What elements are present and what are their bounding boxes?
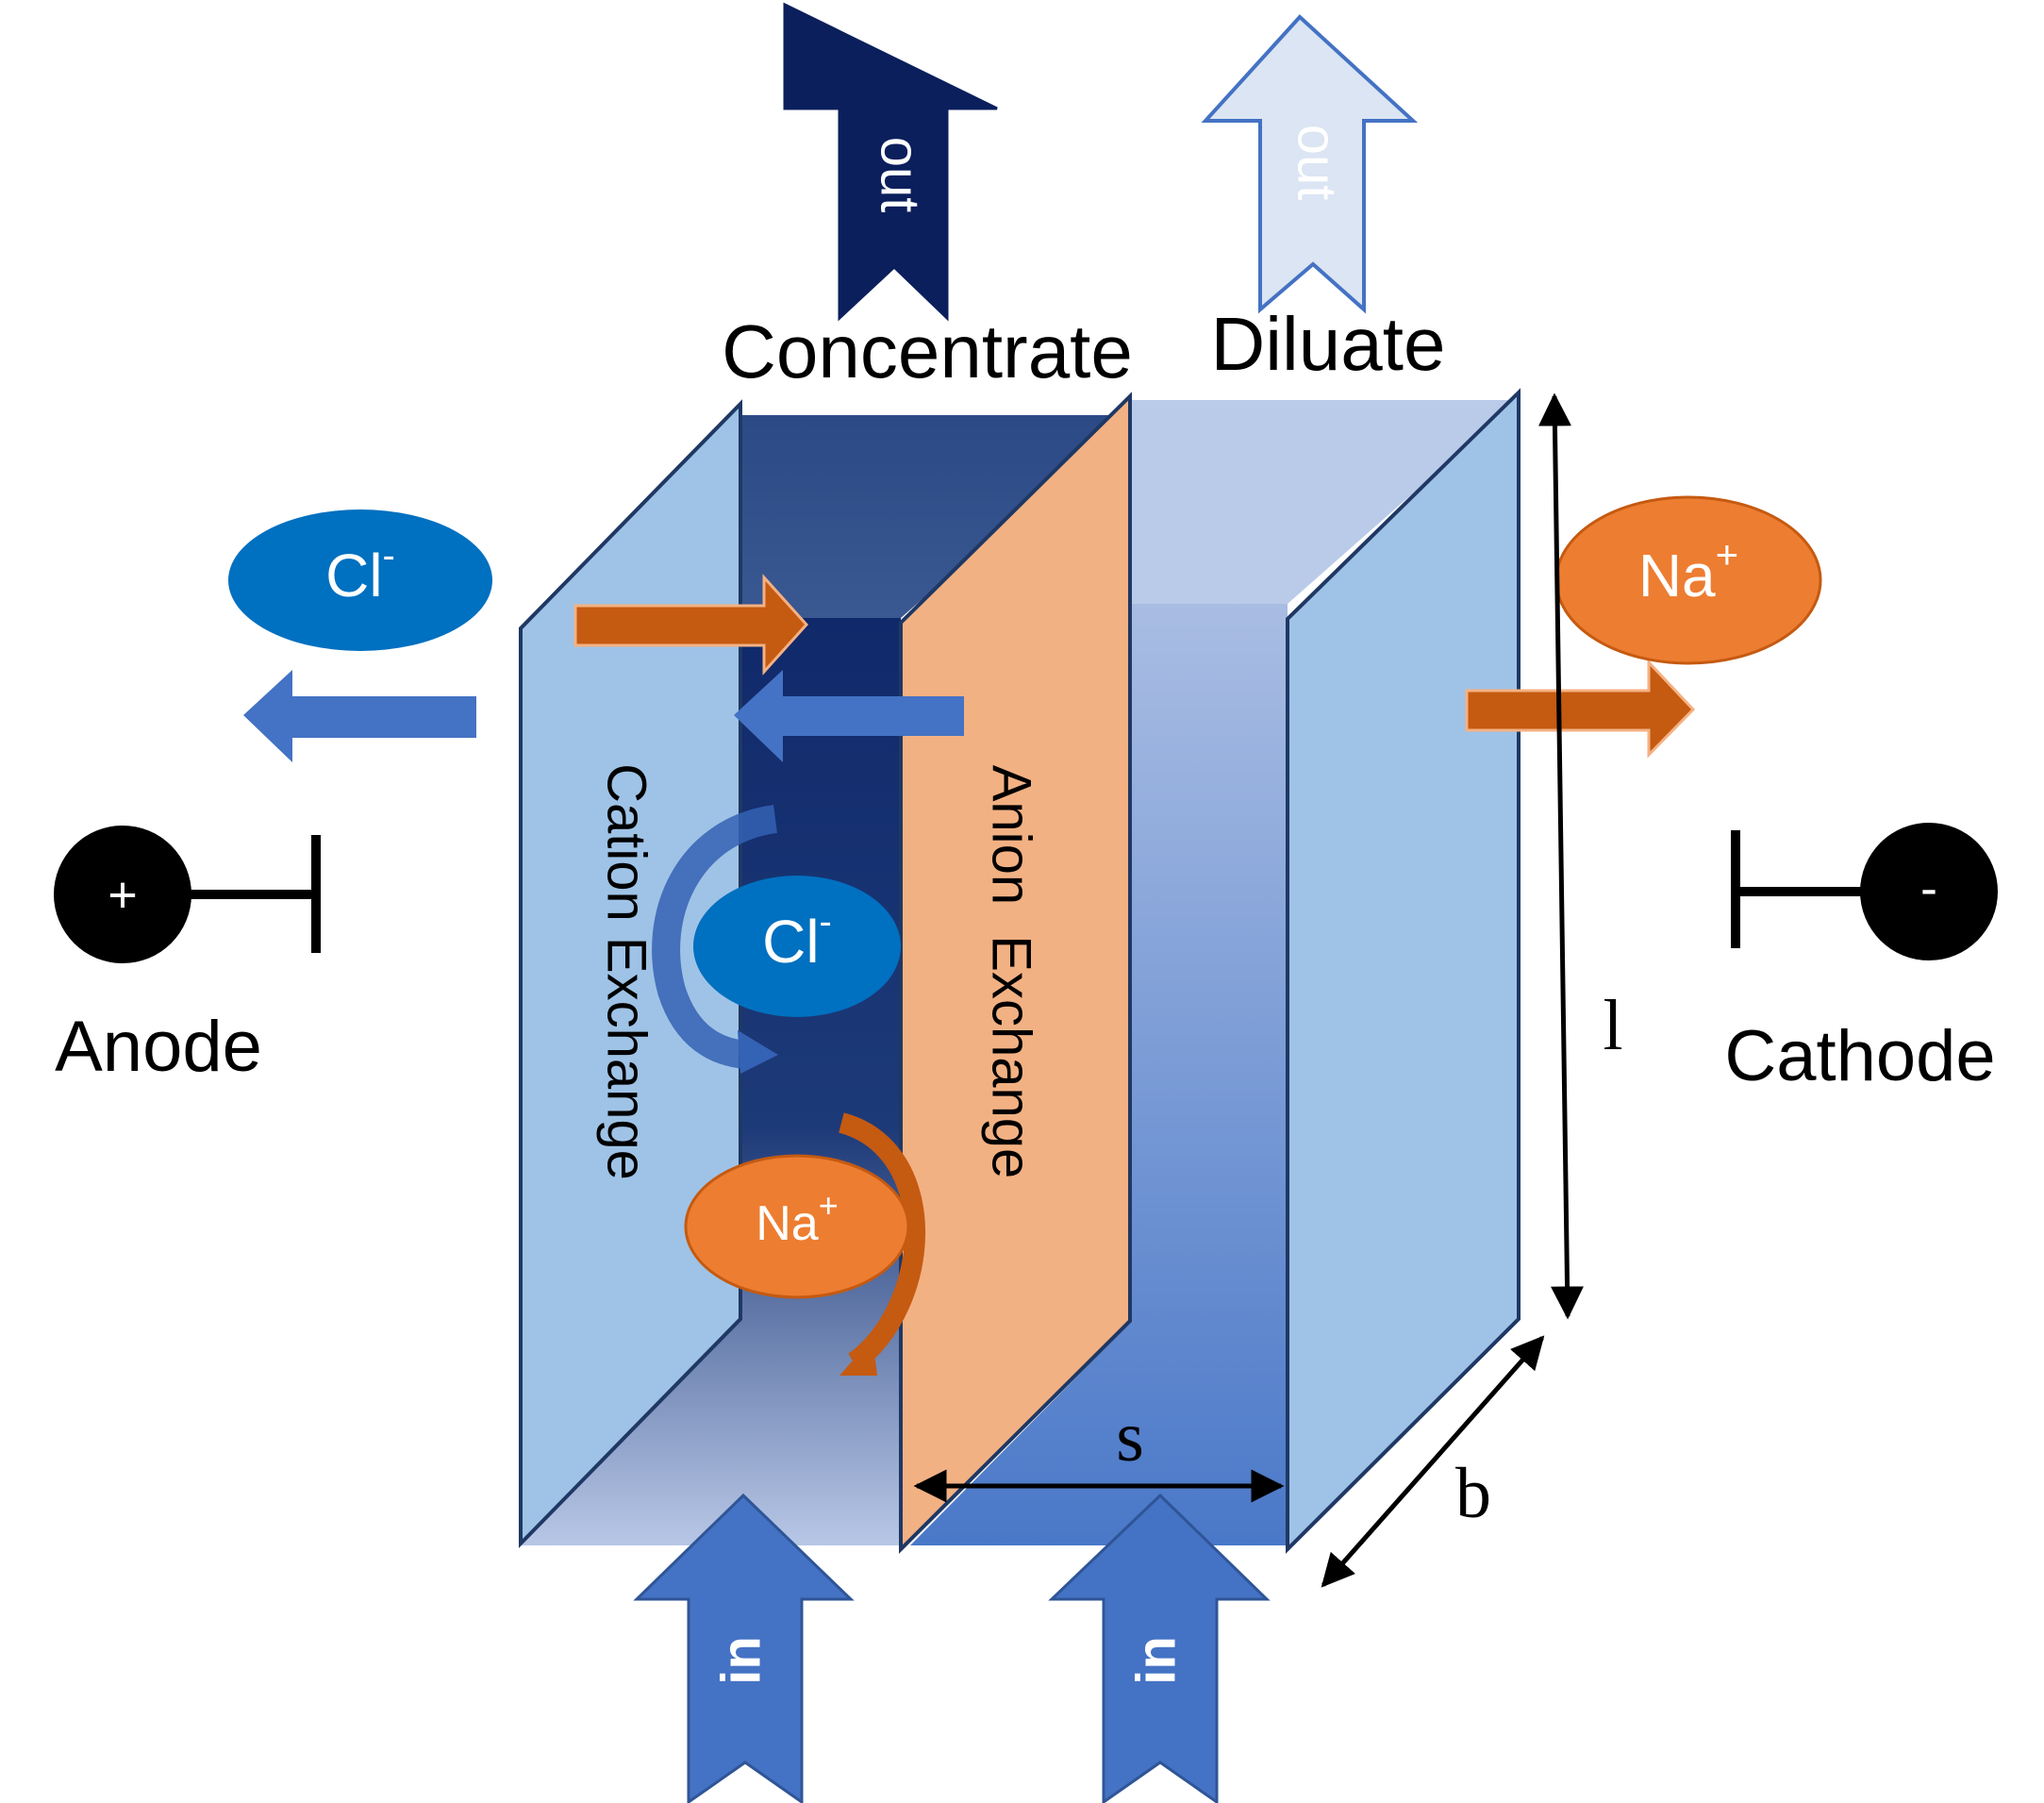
length-dimension-line	[1537, 392, 1585, 1320]
sodium-charge: +	[819, 1186, 839, 1225]
diluate-in-arrow: in	[1048, 1493, 1271, 1803]
sodium-symbol: Na	[1638, 542, 1716, 609]
chloride-transport-arrow-left	[243, 670, 476, 762]
anode-sign: +	[108, 866, 138, 923]
breadth-dimension-line	[1321, 1335, 1545, 1588]
diluate-out-arrow: out	[1201, 14, 1419, 314]
chloride-symbol: Cl	[325, 542, 382, 609]
chloride-ion-left: Cl-	[228, 509, 492, 651]
svg-text:Cl-: Cl-	[325, 535, 395, 609]
diluate-channel-top	[1132, 400, 1519, 604]
diluate-in-label: in	[1125, 1636, 1187, 1685]
anion-exchange-label: Anion Exchange	[981, 765, 1042, 1179]
spacing-dimension-label: s	[1116, 1397, 1144, 1477]
anode-terminal: +	[54, 826, 321, 963]
chloride-curved-arrow	[652, 805, 778, 1074]
sodium-ion-right: Na+	[1554, 495, 1822, 665]
sodium-transport-arrow-left	[573, 574, 809, 676]
breadth-dimension-label: b	[1455, 1454, 1491, 1533]
svg-text:Na+: Na+	[756, 1186, 839, 1251]
concentrate-label: Concentrate	[722, 309, 1133, 393]
cathode-sign: -	[1920, 860, 1937, 916]
sodium-charge: +	[1716, 532, 1739, 576]
concentrate-channel	[519, 618, 901, 1545]
svg-text:Na+: Na+	[1638, 532, 1738, 609]
concentrate-channel-top	[740, 415, 1132, 618]
diluate-out-label: out	[1287, 125, 1348, 201]
chloride-charge: -	[820, 901, 832, 943]
concentrate-in-label: in	[710, 1636, 772, 1685]
chloride-transport-arrow-middle	[734, 670, 964, 762]
diluate-label: Diluate	[1210, 302, 1445, 386]
anode-label: Anode	[55, 1007, 262, 1087]
length-dimension-label: l	[1603, 986, 1622, 1065]
svg-text:Cl-: Cl-	[762, 901, 832, 976]
sodium-symbol: Na	[756, 1196, 819, 1251]
chloride-charge: -	[383, 535, 395, 576]
diluate-channel	[910, 604, 1288, 1545]
sodium-curved-arrow	[838, 1112, 926, 1376]
anion-exchange-membrane	[899, 392, 1132, 1554]
sodium-ion-center: Na+	[684, 1154, 910, 1299]
concentrate-out-arrow: out	[783, 2, 998, 322]
right-membrane	[1286, 388, 1521, 1554]
chloride-ion-center: Cl-	[693, 876, 901, 1017]
concentrate-in-arrow: in	[633, 1493, 855, 1803]
cathode-label: Cathode	[1724, 1016, 1995, 1096]
cathode-terminal: -	[1731, 823, 1998, 960]
cation-exchange-membrane	[519, 399, 742, 1548]
cation-exchange-label: Cation Exchange	[596, 763, 657, 1180]
concentrate-out-label: out	[870, 137, 931, 213]
chloride-symbol: Cl	[762, 908, 819, 976]
